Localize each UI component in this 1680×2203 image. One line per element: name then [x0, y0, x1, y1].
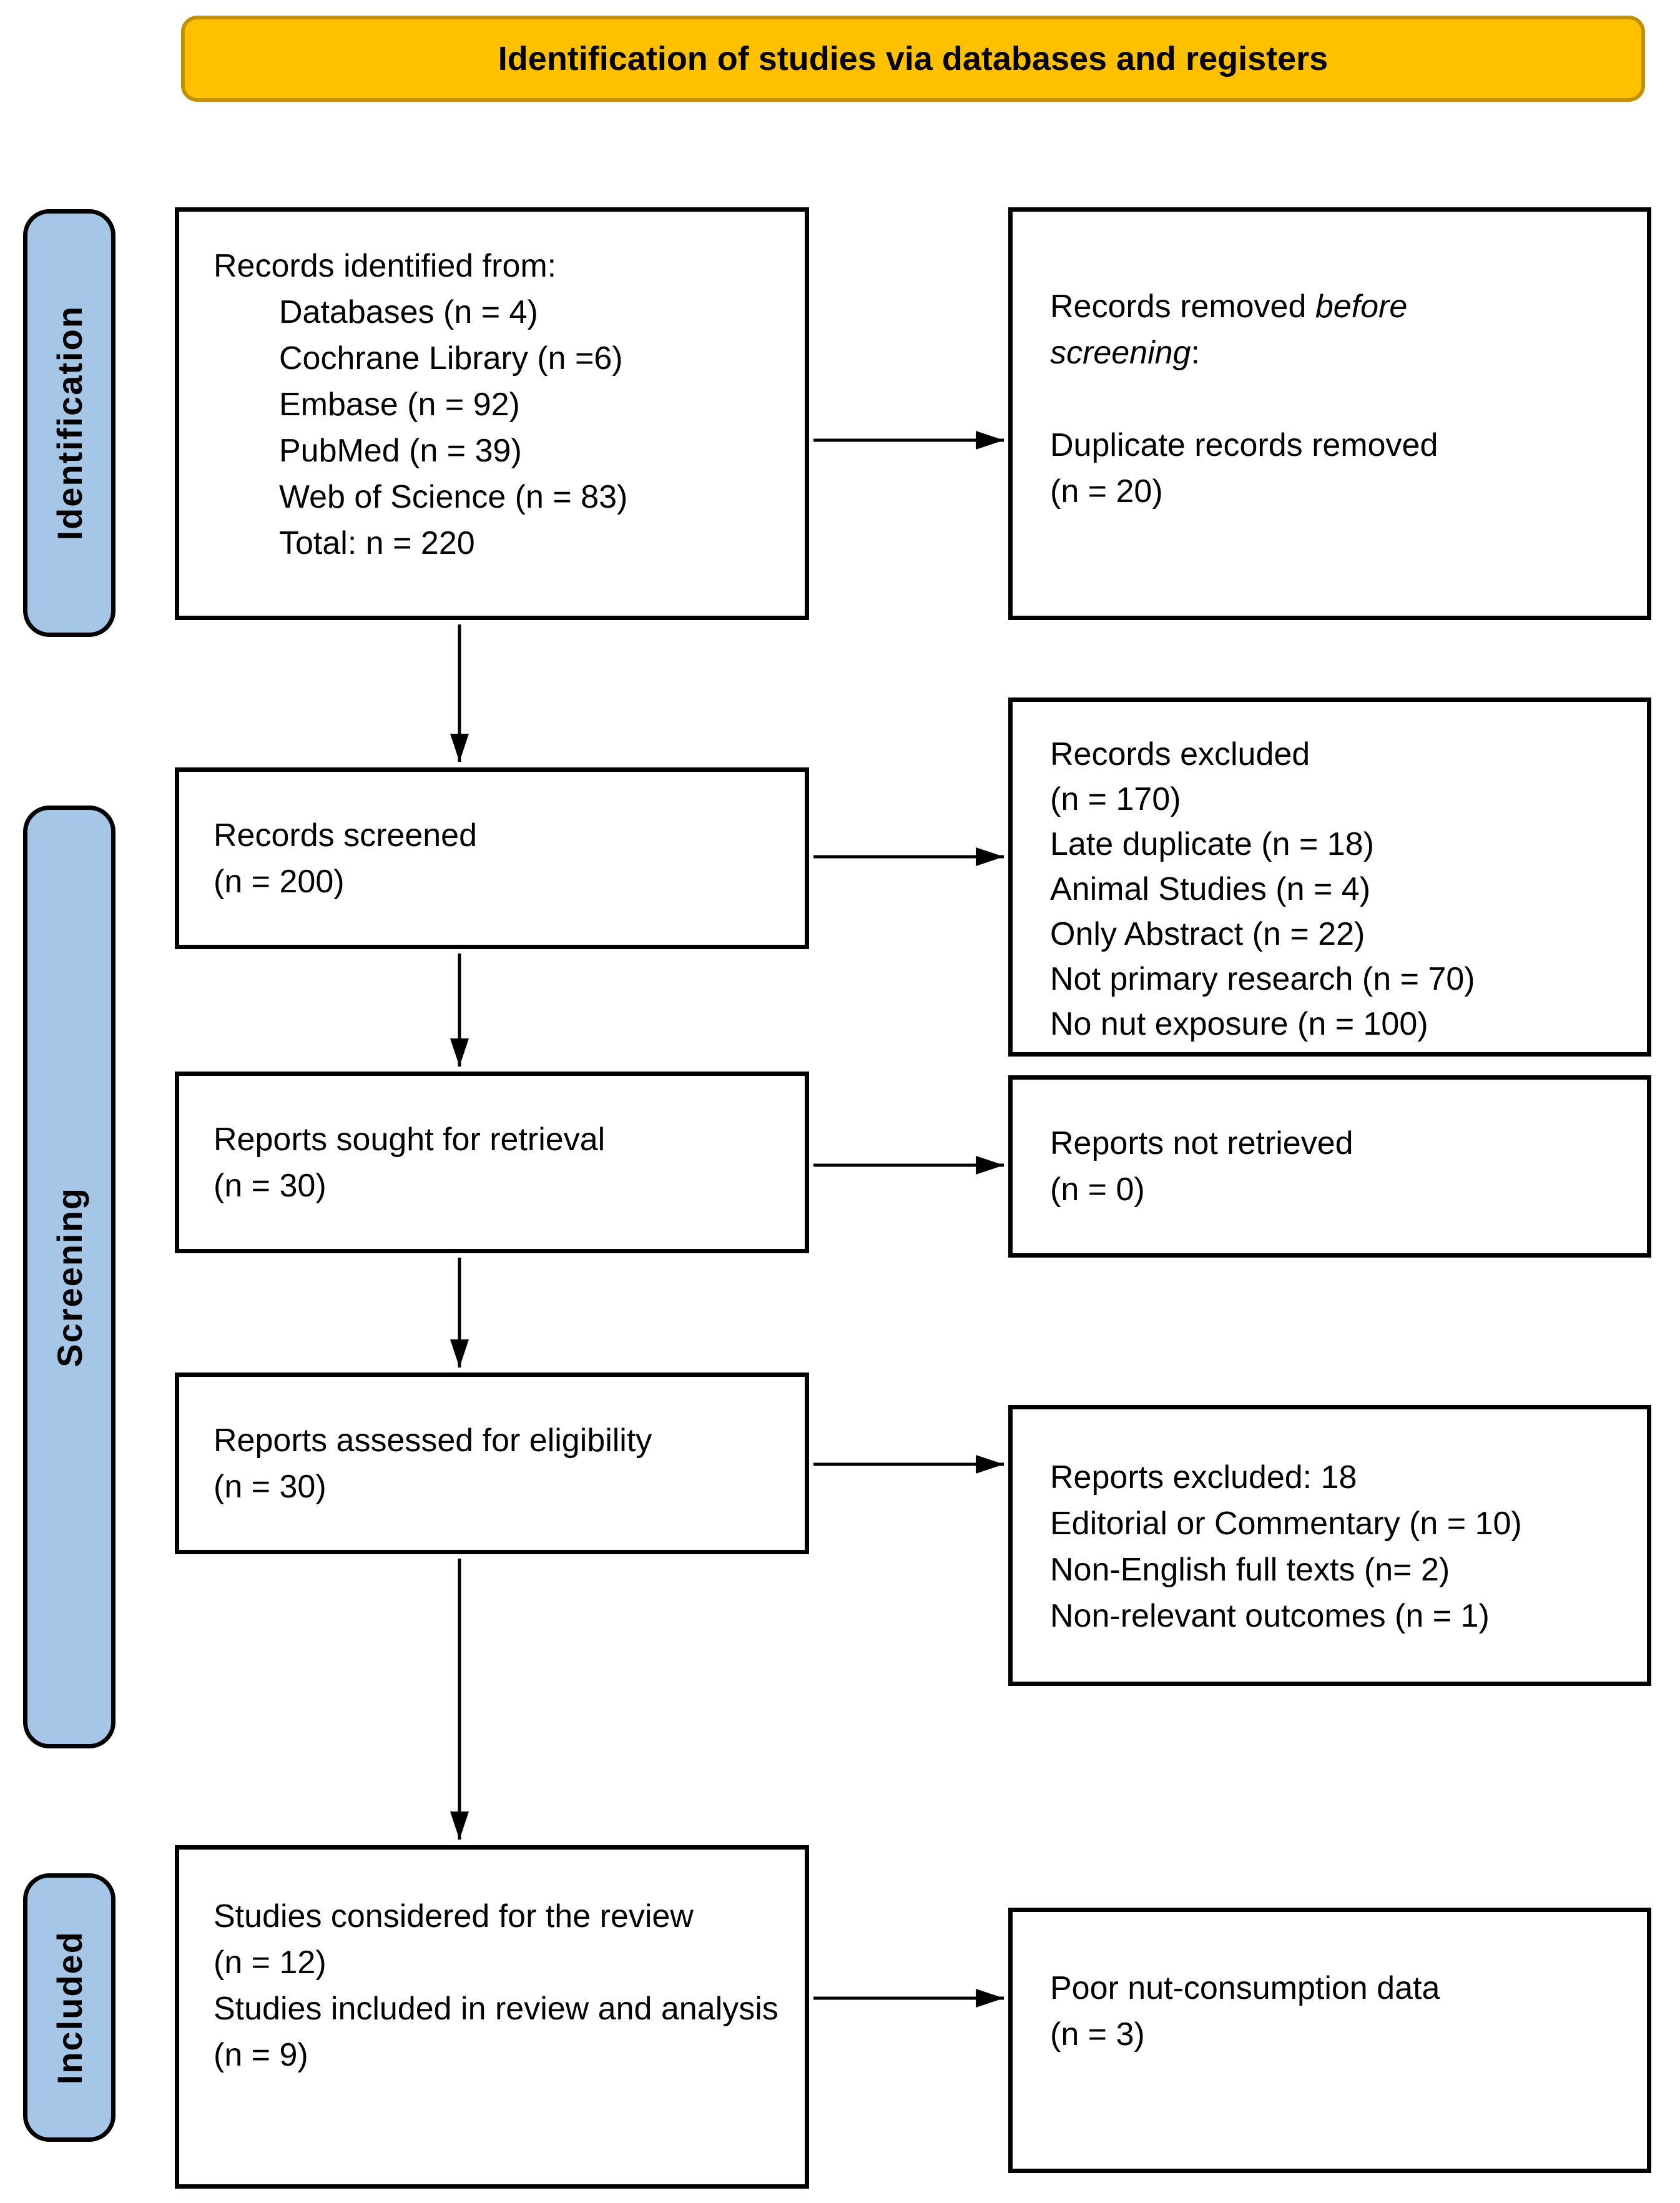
text-line: Studies included in review and analysis: [214, 1991, 779, 2027]
stage-screening: Screening: [23, 806, 115, 1748]
text-line: Records excluded: [1050, 736, 1310, 772]
text-line: (n = 0): [1050, 1171, 1145, 1208]
box-reports-excluded: Reports excluded: 18 Editorial or Commen…: [1008, 1405, 1651, 1686]
box-records-excluded: Records excluded (n = 170) Late duplicat…: [1008, 697, 1651, 1057]
box-reports-not-retrieved: Reports not retrieved (n = 0): [1008, 1075, 1651, 1258]
box-records-removed-before-screening: Records removed before screening: Duplic…: [1008, 207, 1651, 620]
text-line: Web of Science (n = 83): [279, 479, 628, 515]
text-line: Non-English full texts (n= 2): [1050, 1552, 1450, 1588]
text-line: Editorial or Commentary (n = 10): [1050, 1506, 1522, 1542]
stage-included-label: Included: [49, 1930, 89, 2085]
italic-text: screening: [1050, 335, 1191, 371]
stage-identification-label: Identification: [49, 305, 89, 541]
box-records-screened: Records screened (n = 200): [175, 767, 809, 949]
text-line: Reports sought for retrieval: [214, 1121, 606, 1158]
text-line: Reports assessed for eligibility: [214, 1422, 652, 1459]
italic-text: before: [1315, 288, 1408, 325]
text-line: Total: n = 220: [279, 525, 475, 561]
box-records-identified: Records identified from: Databases (n = …: [175, 207, 809, 620]
box-reports-sought: Reports sought for retrieval (n = 30): [175, 1072, 809, 1253]
text-line: No nut exposure (n = 100): [1050, 1006, 1428, 1042]
text-line: Non-relevant outcomes (n = 1): [1050, 1598, 1490, 1634]
text-line: screening:: [1050, 335, 1200, 371]
stage-included: Included: [23, 1873, 115, 2142]
text-line: (n = 9): [214, 2037, 308, 2073]
text-line: Only Abstract (n = 22): [1050, 916, 1365, 952]
text-line: Animal Studies (n = 4): [1050, 871, 1371, 907]
text-line: Studies considered for the review: [214, 1898, 694, 1934]
text-line: (n = 12): [214, 1944, 327, 1981]
text-line: Records screened: [214, 817, 477, 854]
text-line: (n = 170): [1050, 781, 1181, 817]
banner-title: Identification of studies via databases …: [181, 16, 1645, 102]
text-line: Databases (n = 4): [279, 294, 538, 330]
text-line: Records removed before: [1050, 288, 1408, 325]
text-line: Poor nut-consumption data: [1050, 1970, 1440, 2006]
text-line: (n = 20): [1050, 473, 1163, 510]
text-line: (n = 30): [214, 1167, 327, 1204]
text-line: Late duplicate (n = 18): [1050, 826, 1374, 862]
text-line: Not primary research (n = 70): [1050, 961, 1475, 997]
text-line: Embase (n = 92): [279, 387, 520, 423]
box-studies-included: Studies considered for the review (n = 1…: [175, 1845, 809, 2189]
stage-identification: Identification: [23, 209, 115, 637]
text-line: (n = 3): [1050, 2016, 1145, 2053]
text-line: Reports not retrieved: [1050, 1125, 1353, 1161]
box-poor-nut-consumption: Poor nut-consumption data (n = 3): [1008, 1908, 1651, 2173]
text-line: Cochrane Library (n =6): [279, 340, 623, 377]
banner-label: Identification of studies via databases …: [498, 40, 1329, 77]
box-reports-assessed: Reports assessed for eligibility (n = 30…: [175, 1373, 809, 1554]
text-line: PubMed (n = 39): [279, 433, 522, 469]
text-line: (n = 30): [214, 1468, 327, 1505]
text-line: Reports excluded: 18: [1050, 1459, 1357, 1496]
stage-screening-label: Screening: [49, 1186, 89, 1368]
text-line: (n = 200): [214, 863, 345, 900]
text-line: Records identified from:: [214, 248, 557, 284]
text-line: Duplicate records removed: [1050, 427, 1438, 463]
